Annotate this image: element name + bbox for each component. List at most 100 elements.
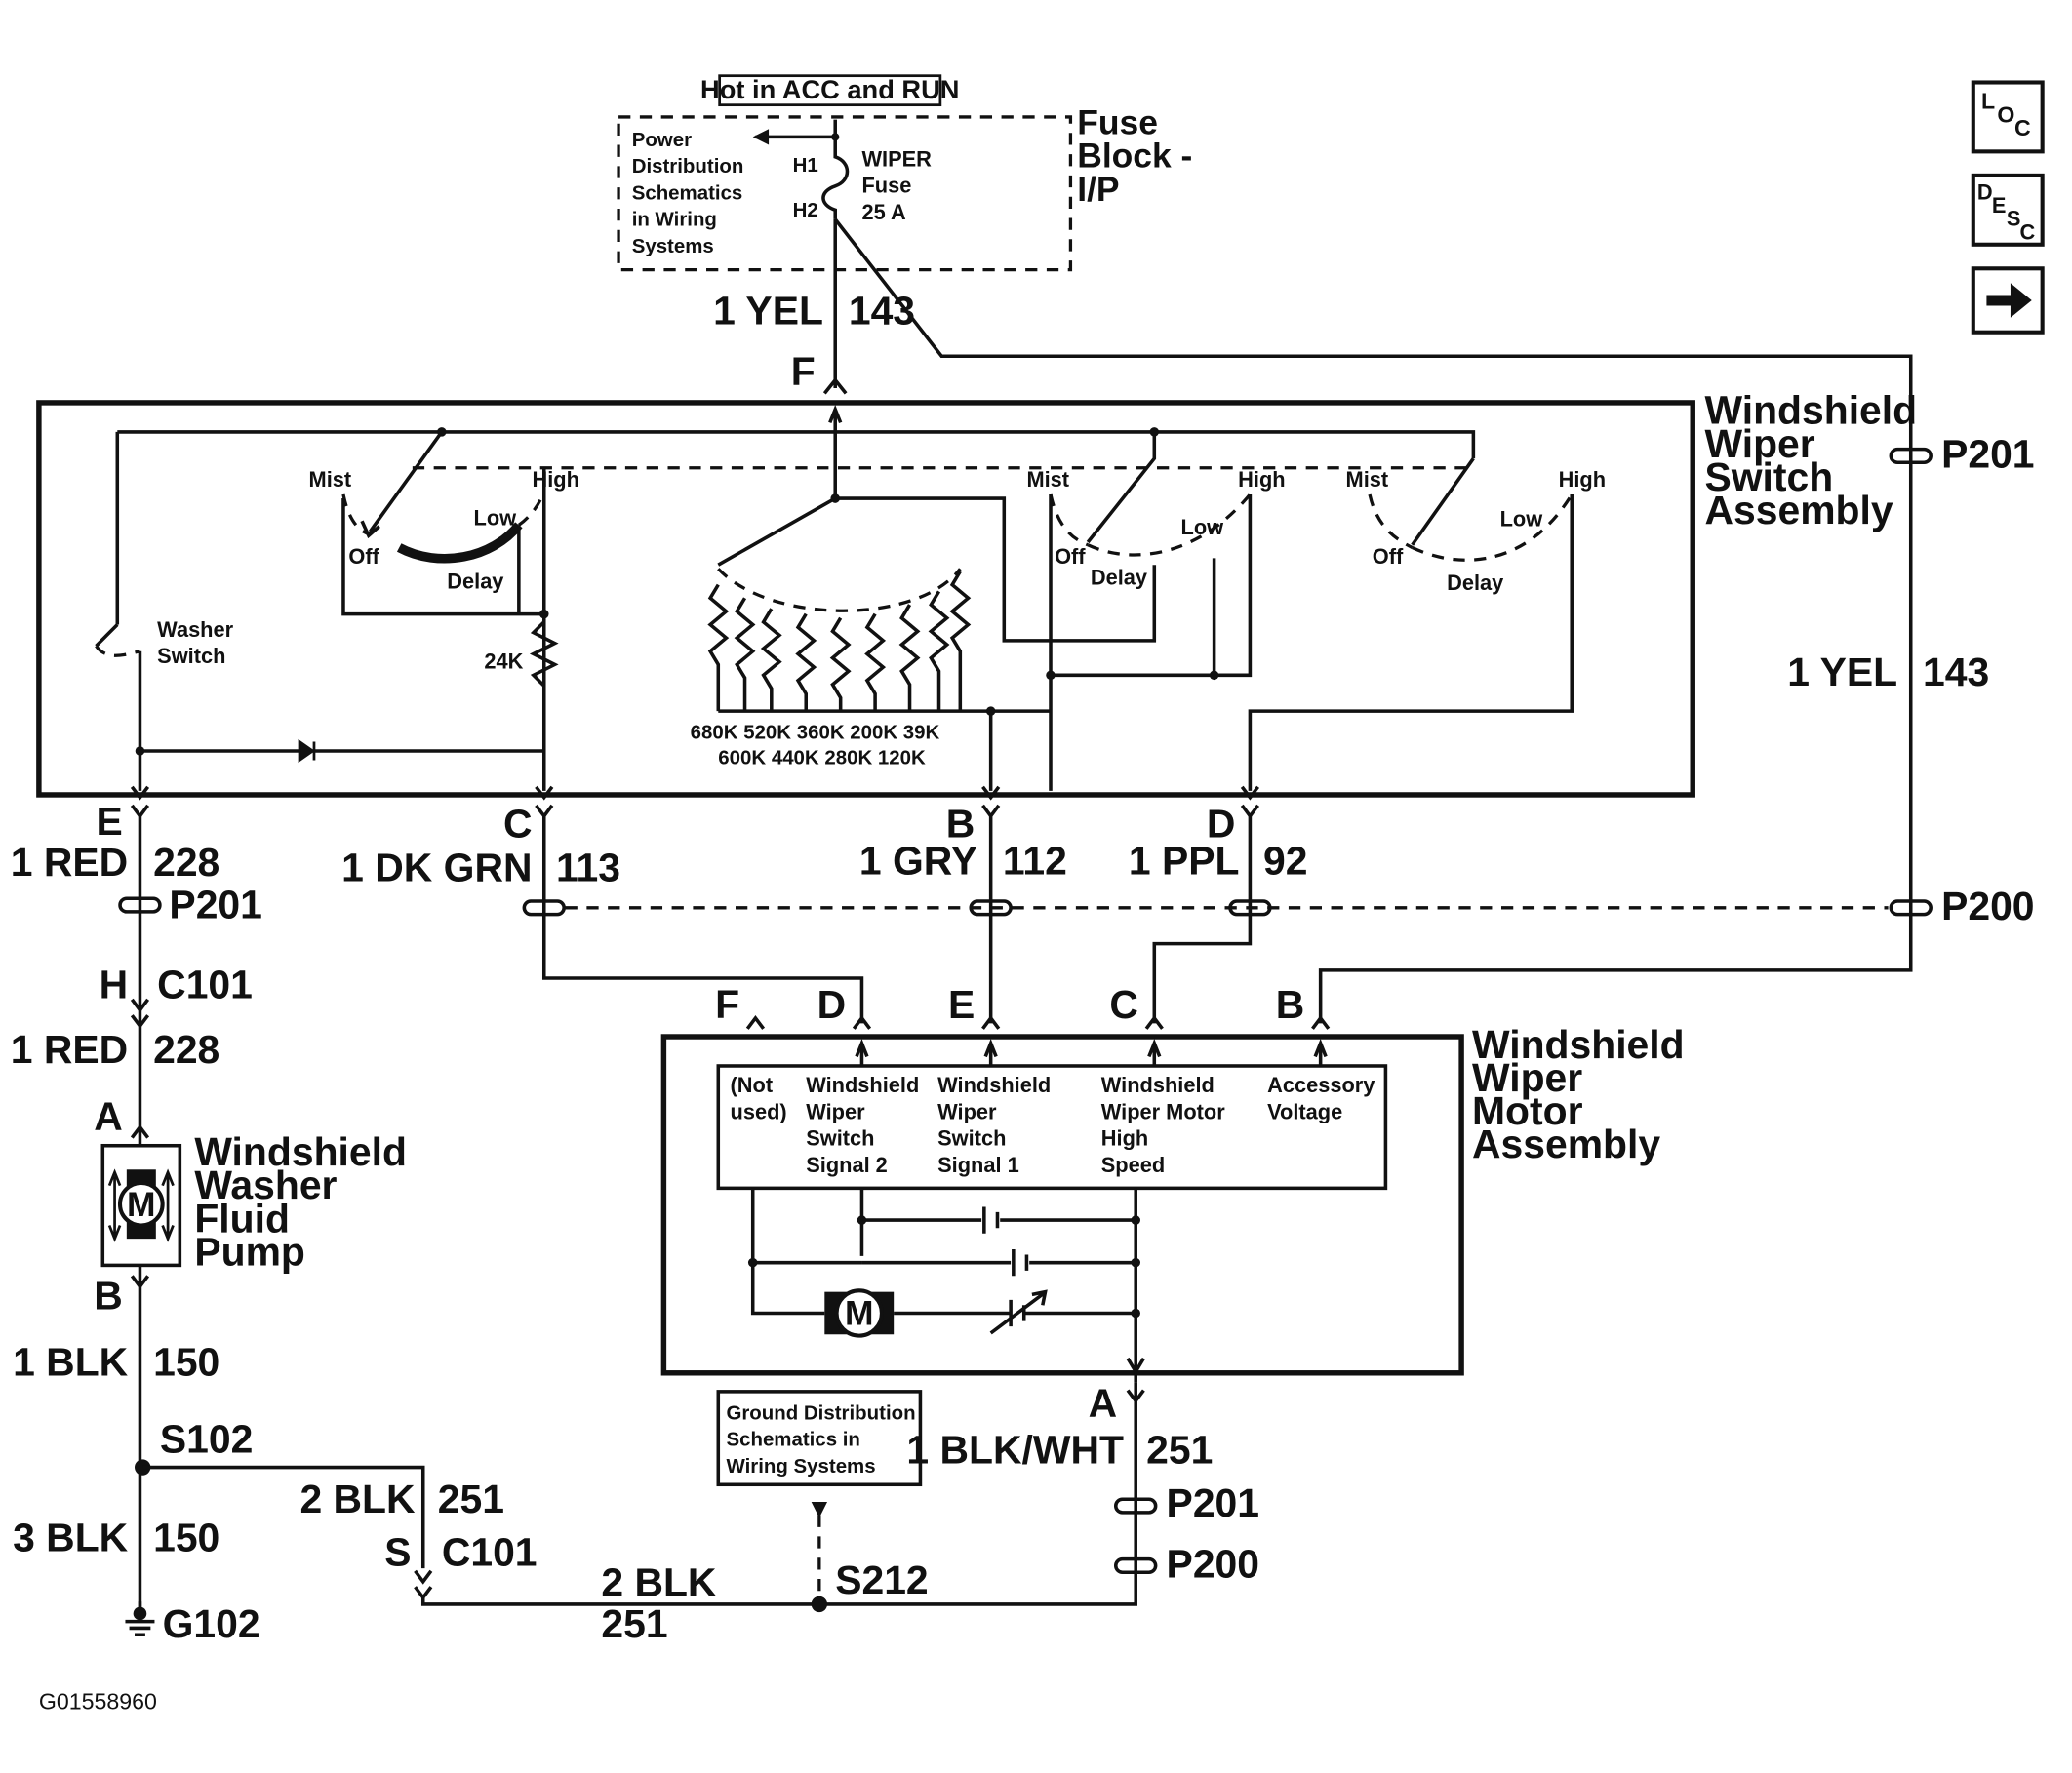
blkwht-wire-color: 1 BLK/WHT xyxy=(906,1427,1124,1472)
sw2-high: High xyxy=(1238,467,1285,492)
switch-top-bus xyxy=(117,430,1476,459)
fuse-block-title-2: Block - xyxy=(1077,137,1192,176)
blk2-wire-circuit: 251 xyxy=(438,1477,504,1521)
p201-bottom-label: P201 xyxy=(1167,1480,1259,1525)
ground-ref-1: Ground Distribution xyxy=(726,1401,915,1424)
right-arrow-icon xyxy=(1986,283,2032,318)
svg-text:L: L xyxy=(1981,89,1995,114)
pin-s: S xyxy=(384,1529,411,1574)
pin-c: C xyxy=(503,802,533,847)
func-b-1: Accessory xyxy=(1267,1073,1375,1097)
func-e-4: Signal 1 xyxy=(937,1153,1019,1177)
right-wire-circuit: 143 xyxy=(1923,650,1989,694)
motor-assembly: Windshield Wiper Motor Assembly F D E C … xyxy=(660,982,1685,1587)
func-d-2: Wiper xyxy=(806,1099,865,1123)
right-wire-color: 1 YEL xyxy=(1787,650,1897,694)
power-ref-3: Schematics xyxy=(632,181,743,204)
p201-right-connector-icon xyxy=(1889,447,1933,465)
feed-pin-f: F xyxy=(791,349,816,394)
fuse-label-2: Fuse xyxy=(861,174,911,198)
switch-title-2: Wiper xyxy=(1704,421,1814,466)
wiper-switch-2: Mist High Low Off Delay xyxy=(1026,431,1286,678)
power-note: Hot in ACC and RUN xyxy=(700,74,959,104)
motor-title-3: Motor xyxy=(1472,1088,1583,1133)
sw3-delay: Delay xyxy=(1447,571,1503,595)
desc-button[interactable]: D E S C xyxy=(1971,173,2045,247)
motor-title-4: Assembly xyxy=(1472,1122,1660,1166)
red2-wire-color: 1 RED xyxy=(11,1027,128,1072)
wiper-switch-1: Mist High Low Off Delay 24K xyxy=(309,430,579,791)
fuse-block-outline xyxy=(617,115,1073,272)
func-c-2: Wiper Motor xyxy=(1101,1099,1225,1123)
svg-text:S: S xyxy=(2007,207,2021,231)
motor-pin-b: B xyxy=(1276,982,1305,1027)
sw1-high: High xyxy=(532,467,578,492)
p201-bottom-connector-icon xyxy=(1113,1497,1158,1515)
sw2-low: Low xyxy=(1181,515,1224,539)
power-ref-1: Power xyxy=(632,129,692,151)
washer-circuit: 1 RED 228 P201 H C101 1 RED 228 A M Wind… xyxy=(11,815,1137,1646)
wiper-motor-circuit: M xyxy=(747,1188,1145,1383)
sw2-delay: Delay xyxy=(1091,566,1147,590)
func-c-3: High xyxy=(1101,1126,1148,1151)
resistor-ladder: 680K 520K 360K 200K 39K 600K 440K 280K 1… xyxy=(691,496,1053,791)
motor-title-2: Wiper xyxy=(1472,1055,1582,1100)
e-wire-circuit: 228 xyxy=(153,840,219,885)
blkwht-wire-circuit: 251 xyxy=(1146,1427,1213,1472)
c-wire-circuit: 113 xyxy=(556,846,620,890)
next-arrow-button[interactable] xyxy=(1971,266,2045,335)
func-e-1: Windshield xyxy=(937,1073,1051,1097)
sw3-low: Low xyxy=(1500,507,1543,532)
power-ref-arrow-icon xyxy=(752,129,770,145)
ground-icon xyxy=(125,1601,155,1637)
svg-text:D: D xyxy=(1977,179,1993,204)
func-e-3: Switch xyxy=(937,1126,1006,1151)
washer-switch-label-1: Washer xyxy=(157,617,233,642)
c101-top-label: C101 xyxy=(157,962,253,1006)
loc-button[interactable]: L O C xyxy=(1971,80,2045,154)
func-f-1: (Not xyxy=(731,1073,774,1097)
p200-right-connector-icon xyxy=(1889,899,1933,917)
motor-feed-wiring: 1 DK GRN 113 1 GRY 112 1 PPL 92 P200 xyxy=(341,815,2035,1024)
ground-ref-2: Schematics in xyxy=(726,1429,859,1451)
func-d-4: Signal 2 xyxy=(806,1153,888,1177)
sw3-high: High xyxy=(1559,467,1606,492)
fuse-pin-h2: H2 xyxy=(793,199,818,221)
power-ref-5: Systems xyxy=(632,235,714,257)
switch-title-1: Windshield xyxy=(1704,388,1917,433)
blk3-wire-circuit: 150 xyxy=(153,1515,219,1559)
fuse-block-title-3: I/P xyxy=(1077,170,1119,209)
pump-title-4: Pump xyxy=(194,1229,305,1274)
resistor-values-row2: 600K 440K 280K 120K xyxy=(718,747,926,769)
resistor-24k-label: 24K xyxy=(484,649,523,673)
blk1-wire-circuit: 150 xyxy=(153,1340,219,1385)
s212-splice-icon xyxy=(811,1596,828,1613)
pump-pin-a: A xyxy=(94,1093,123,1138)
switch-assembly-outline xyxy=(36,400,1695,798)
red2-wire-circuit: 228 xyxy=(153,1027,219,1072)
sw3-off: Off xyxy=(1373,544,1404,569)
switch-assembly: Windshield Wiper Switch Assembly Washer … xyxy=(36,388,1917,798)
capacitor-2-icon xyxy=(1012,1249,1029,1277)
pump-motor-symbol: M xyxy=(127,1185,156,1224)
figure-id: G01558960 xyxy=(39,1689,157,1714)
fuse-block-title-1: Fuse xyxy=(1077,103,1158,142)
pump-title-3: Fluid xyxy=(194,1196,290,1241)
washer-pump: M xyxy=(100,1143,182,1268)
func-f-2: used) xyxy=(731,1099,787,1123)
motor-function-panel xyxy=(716,1064,1388,1191)
s212-label: S212 xyxy=(835,1557,928,1602)
svg-text:C: C xyxy=(2014,115,2031,140)
sw1-mist: Mist xyxy=(309,467,352,492)
delay-arc xyxy=(396,522,523,564)
sw2-mist: Mist xyxy=(1026,467,1069,492)
feed-wire-color: 1 YEL xyxy=(713,289,823,334)
p201-left-label: P201 xyxy=(169,883,261,927)
blk3-wire-color: 3 BLK xyxy=(13,1515,129,1559)
c101-bottom-label: C101 xyxy=(442,1529,538,1574)
wiper-motor-icon xyxy=(834,1288,884,1338)
sw3-mist: Mist xyxy=(1346,467,1389,492)
func-d-1: Windshield xyxy=(806,1073,919,1097)
sw1-delay: Delay xyxy=(447,570,503,594)
